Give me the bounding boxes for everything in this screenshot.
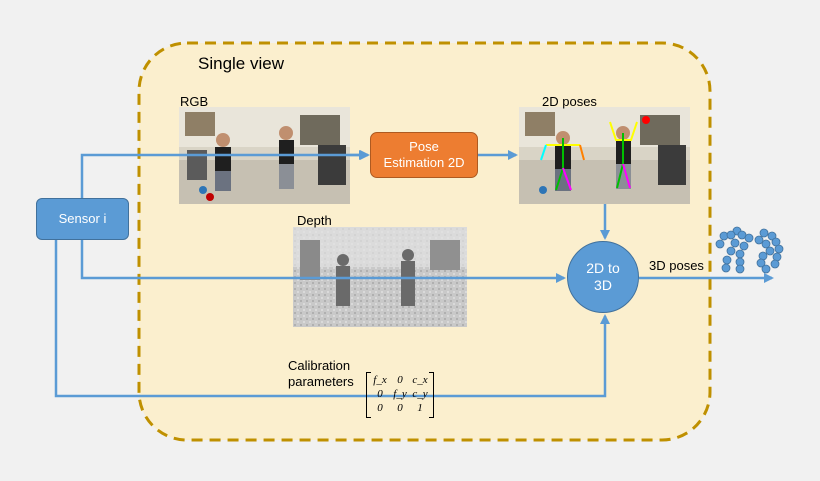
matrix-cell: c_x (412, 374, 428, 386)
rgb-image (179, 107, 350, 204)
lift-label-line2: 3D (594, 277, 612, 293)
region-title: Single view (198, 54, 284, 73)
pose-estimation-label-line1: Pose (409, 139, 439, 154)
arrow-sensor-to-lift-depth (80, 240, 566, 283)
poses-2d-label: 2D poses (542, 94, 597, 109)
pose-estimation-label-line2: Estimation 2D (383, 155, 465, 170)
rgb-label: RGB (180, 94, 209, 109)
matrix-cell: c_y (412, 388, 428, 400)
arrow-sensor-to-rgb (80, 150, 369, 198)
matrix-cell: 0 (397, 374, 403, 386)
matrix-cell: 0 (377, 388, 383, 400)
depth-label: Depth (297, 213, 332, 228)
matrix-left-bracket (366, 372, 371, 418)
matrix-cell: f_y (393, 388, 407, 400)
sensor-node-label: Sensor i (58, 211, 107, 226)
sensor-node: Sensor i (36, 198, 129, 240)
matrix-cell: f_x (373, 374, 387, 386)
lift-2d-to-3d-node: 2D to 3D (567, 241, 639, 313)
matrix-right-bracket (429, 372, 434, 418)
calibration-label-line2: parameters (288, 374, 354, 389)
arrow-sensor-to-lift-calibration (54, 240, 610, 398)
skeleton-3d-icon (754, 228, 784, 274)
calibration-matrix: f_x 0 c_x 0 f_y c_y 0 0 1 (366, 372, 434, 418)
calibration-label-line1: Calibration (288, 358, 351, 373)
pose-estimation-node: Pose Estimation 2D (370, 132, 478, 178)
poses-3d-label: 3D poses (649, 258, 704, 273)
skeleton-3d-icon (715, 226, 754, 274)
matrix-cell: 1 (417, 402, 423, 414)
matrix-cell: 0 (397, 402, 403, 414)
pose-2d-image (519, 107, 690, 204)
lift-label-line1: 2D to (586, 260, 620, 276)
calibration-label: Calibration parameters (288, 358, 354, 390)
matrix-cell: 0 (377, 402, 383, 414)
